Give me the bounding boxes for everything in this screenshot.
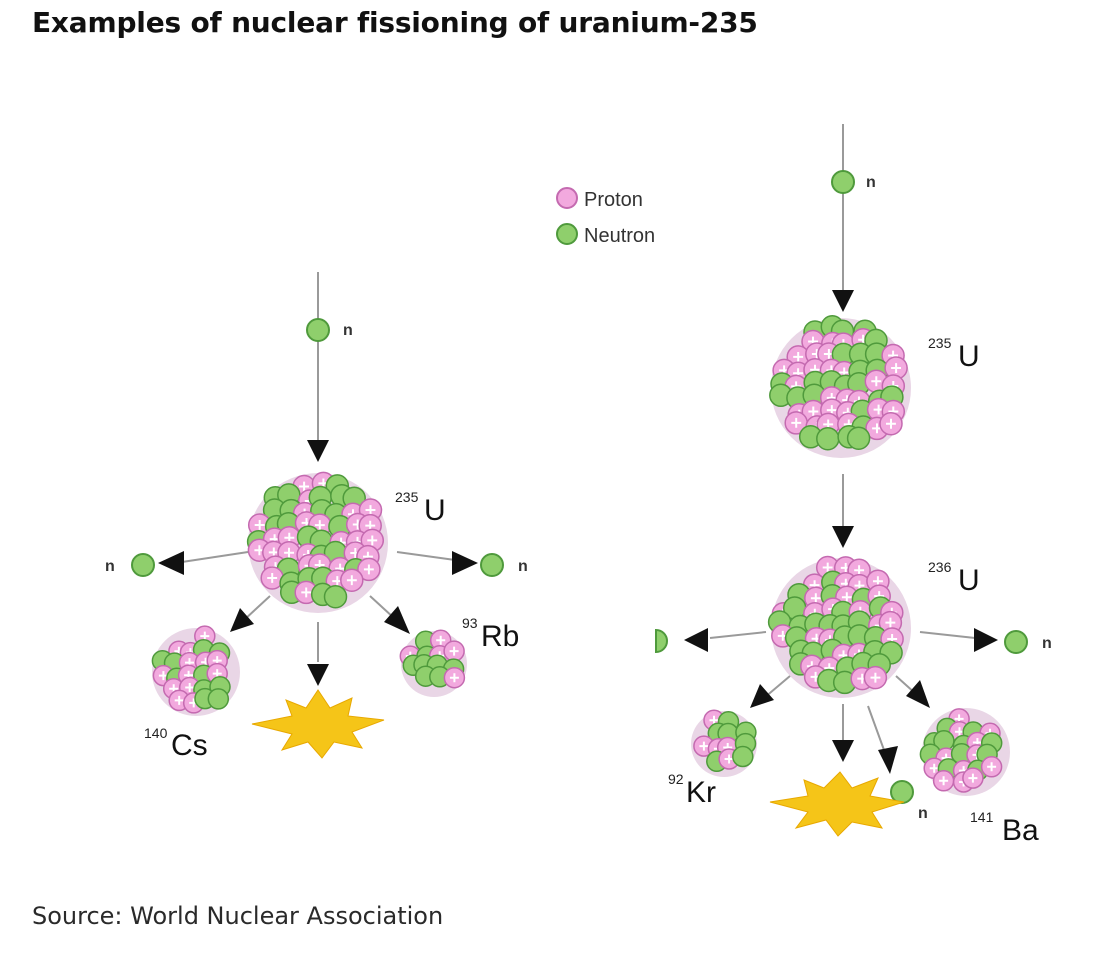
right-down-right-arrowhead — [906, 680, 930, 708]
right-down-center-arrowhead — [832, 740, 854, 762]
left-down-left-arrowhead — [230, 608, 254, 632]
neutron-particle — [848, 427, 870, 449]
right-emit-bottom-neutron-icon — [891, 781, 913, 803]
left-emit-right-neutron-icon — [481, 554, 503, 576]
left-emit-left-neutron-icon — [132, 554, 154, 576]
left-cs140-symbol: Cs — [171, 729, 208, 762]
neutron-particle — [325, 586, 347, 608]
right-mid-arrowhead — [832, 526, 854, 548]
left-cs140-mass: 140 — [144, 725, 168, 741]
left-u235-mass: 235 — [395, 489, 419, 505]
right-down-neutron-arrowhead — [878, 746, 898, 774]
left-rb93-mass: 93 — [462, 615, 478, 631]
left-down-right-arrowhead — [384, 606, 410, 634]
right-u236-isotope-label: 236 U — [928, 559, 980, 597]
left-incoming-neutron-label: n — [343, 322, 353, 339]
right-emit-right-arrowhead — [974, 628, 998, 652]
neutron-particle — [733, 747, 753, 767]
right-emit-left-neutron-icon — [656, 630, 667, 652]
right-kr92-isotope-label: 92 Kr — [668, 771, 716, 809]
legend: Proton Neutron — [557, 188, 655, 247]
right-u235-isotope-label: 235 U — [928, 335, 980, 373]
right-emit-right-neutron-icon — [1005, 631, 1027, 653]
right-emit-right-neutron-label: n — [1042, 635, 1052, 652]
legend-proton-icon — [557, 188, 577, 208]
right-emit-bottom-neutron-label: n — [918, 805, 928, 822]
right-u235-mass: 235 — [928, 335, 952, 351]
source-citation: Source: World Nuclear Association — [32, 902, 443, 930]
legend-proton-label: Proton — [584, 189, 643, 211]
left-down-center-arrowhead — [307, 664, 329, 686]
left-emit-right-arrowhead — [452, 551, 478, 575]
left-u235-nucleus — [248, 472, 388, 613]
left-down-left-path — [244, 596, 270, 620]
right-ba141-nucleus — [920, 708, 1010, 796]
right-emit-left-arrowhead — [684, 628, 708, 652]
left-rb93-isotope-label: 93 Rb — [462, 615, 519, 653]
right-kr92-symbol: Kr — [686, 776, 716, 809]
neutron-particle — [817, 428, 839, 450]
right-ba141-mass: 141 — [970, 809, 994, 825]
left-rb93-symbol: Rb — [481, 620, 519, 653]
legend-neutron-icon — [557, 224, 577, 244]
right-down-neutron-path — [868, 706, 884, 750]
left-cs140-isotope-label: 140 Cs — [144, 725, 208, 762]
left-u235-isotope-label: 235 U — [395, 489, 446, 527]
right-emit-left-path — [710, 632, 766, 638]
right-u235-symbol: U — [958, 340, 980, 373]
left-incoming-neutron-icon — [307, 319, 329, 341]
right-incoming-neutron-label: n — [866, 174, 876, 191]
right-incoming-neutron-icon — [832, 171, 854, 193]
right-energy-burst-icon — [770, 772, 904, 836]
left-cs140-nucleus — [152, 626, 240, 716]
right-u236-mass: 236 — [928, 559, 952, 575]
right-emit-right-path — [920, 632, 975, 638]
right-kr92-nucleus — [691, 710, 757, 777]
right-down-left-arrowhead — [750, 684, 774, 708]
left-emit-left-neutron-label: n — [105, 558, 115, 575]
left-emit-right-path — [397, 552, 455, 560]
left-incoming-arrowhead — [307, 440, 329, 462]
left-rb93-nucleus — [400, 630, 467, 697]
right-u236-symbol: U — [958, 564, 980, 597]
right-u235-nucleus — [770, 316, 911, 458]
right-ba141-symbol: Ba — [1002, 814, 1039, 847]
right-reaction: n 235 U 236 U n — [656, 124, 1052, 847]
right-incoming-arrowhead — [832, 290, 854, 312]
left-u235-symbol: U — [424, 494, 446, 527]
legend-neutron-label: Neutron — [584, 225, 655, 247]
left-emit-right-neutron-label: n — [518, 558, 528, 575]
right-ba141-isotope-label: 141 Ba — [970, 809, 1039, 847]
right-kr92-mass: 92 — [668, 771, 684, 787]
left-emit-left-path — [182, 552, 248, 562]
left-emit-left-arrowhead — [158, 551, 184, 575]
left-energy-burst-icon — [252, 690, 384, 758]
neutron-particle — [208, 689, 228, 709]
left-reaction: n 235 U n n 140 Cs 93 Rb — [105, 272, 528, 762]
